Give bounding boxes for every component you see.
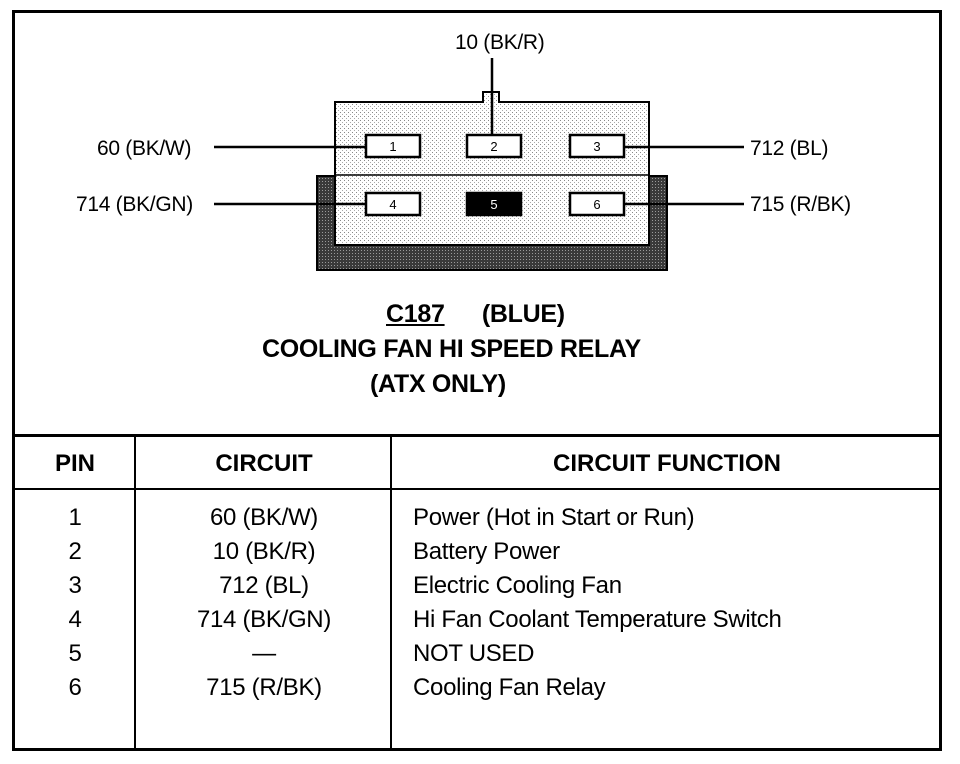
connector-id: C187 [386,300,445,328]
row-circuit: 60 (BK/W) [210,504,318,531]
row-circuit: — [252,640,276,667]
connector-diagram: 1 2 3 4 5 6 [214,58,744,271]
wire-label-pin-6: 715 (R/BK) [750,193,851,216]
connector-subtitle: (ATX ONLY) [370,370,506,398]
pin-number-5: 5 [490,197,497,212]
row-function: Power (Hot in Start or Run) [413,504,695,531]
connector-title: COOLING FAN HI SPEED RELAY [262,335,641,363]
pin-number-1: 1 [389,139,396,154]
page-frame [12,10,942,751]
pin-number-2: 2 [490,139,497,154]
wire-label-pin-1: 60 (BK/W) [97,137,192,160]
row-pin: 4 [68,606,82,633]
row-pin: 1 [68,504,82,531]
row-circuit: 714 (BK/GN) [196,606,332,633]
row-function: Electric Cooling Fan [413,572,622,599]
pin-cavity-6 [568,191,626,217]
wire-label-pin-4: 714 (BK/GN) [76,193,193,216]
table-divider-circuit [390,434,392,751]
pin-cavity-2 [465,133,523,159]
row-circuit: 10 (BK/R) [212,538,316,565]
pin-number-6: 6 [593,197,600,212]
table-top-border [12,434,942,437]
row-function: Cooling Fan Relay [413,674,606,701]
row-pin: 2 [68,538,82,565]
connector-color: (BLUE) [481,300,565,328]
pin-cavity-4 [364,191,422,217]
wire-label-pin-2: 10 (BK/R) [455,31,545,54]
header-pin: PIN [54,450,95,477]
row-circuit: 712 (BL) [219,572,309,599]
pin-number-4: 4 [389,197,396,212]
row-function: Hi Fan Coolant Temperature Switch [413,606,782,633]
pin-number-3: 3 [593,139,600,154]
row-circuit: 715 (R/BK) [206,674,322,701]
table-header-border [12,488,942,490]
wire-label-pin-3: 712 (BL) [750,137,829,160]
pin-cavity-3 [568,133,626,159]
row-pin: 3 [68,572,82,599]
header-circuit-function: CIRCUIT FUNCTION [553,450,781,477]
pin-cavity-1 [364,133,422,159]
header-circuit: CIRCUIT [215,450,313,477]
table-divider-pin [134,434,136,751]
connector-id-line: C187 (BLUE) [386,300,565,329]
row-function: NOT USED [413,640,535,667]
row-function: Battery Power [413,538,560,565]
row-pin: 5 [68,640,82,667]
pin-cavity-5 [465,191,523,217]
row-pin: 6 [68,674,82,701]
